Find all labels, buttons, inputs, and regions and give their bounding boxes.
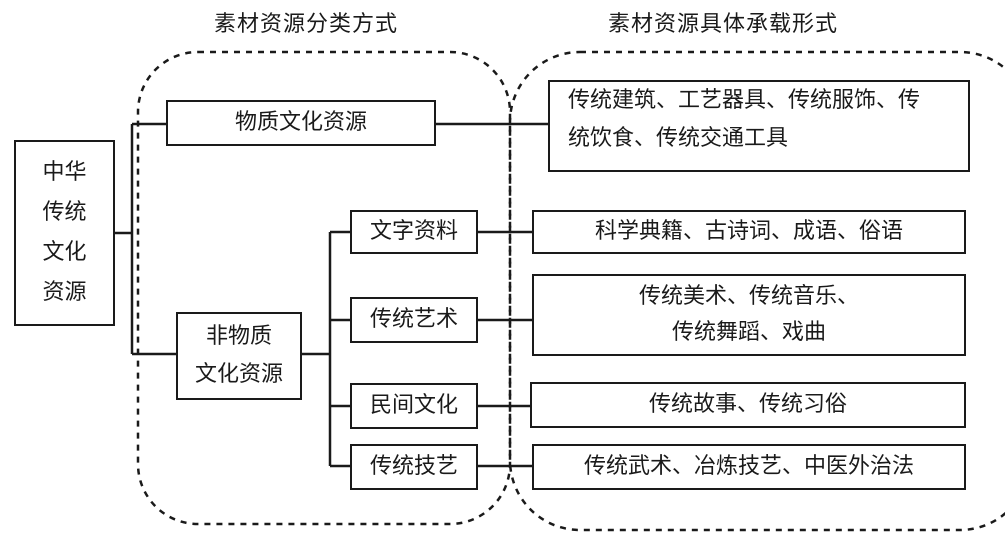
classification-group-outline	[136, 50, 512, 526]
item-label: 传统艺术	[369, 307, 458, 332]
item-node-4: 传统技艺	[350, 444, 478, 490]
item-node-2: 传统艺术	[350, 297, 478, 343]
material-label: 物质文化资源	[234, 110, 367, 135]
item-node-3: 民间文化	[350, 383, 478, 429]
material-node: 物质文化资源	[166, 100, 436, 146]
item-forms-node-1: 科学典籍、古诗词、成语、俗语	[532, 210, 966, 254]
item-forms-line: 传统美术、传统音乐、	[638, 284, 859, 309]
item-forms-line: 传统武术、冶炼技艺、中医外治法	[583, 454, 914, 479]
item-forms-node-3: 传统故事、传统习俗	[530, 382, 966, 428]
root-line: 文化	[42, 240, 87, 265]
item-label: 传统技艺	[369, 454, 458, 479]
item-forms-node-2: 传统美术、传统音乐、 传统舞蹈、戏曲	[532, 274, 966, 356]
item-label: 民间文化	[369, 393, 458, 418]
material-forms-node: 传统建筑、工艺器具、传统服饰、传 统饮食、传统交通工具	[548, 80, 970, 172]
item-forms-node-4: 传统武术、冶炼技艺、中医外治法	[532, 444, 966, 490]
root-line: 传统	[42, 200, 87, 225]
header-classification: 素材资源分类方式	[214, 12, 399, 37]
material-forms-line: 传统建筑、工艺器具、传统服饰、传	[568, 88, 921, 113]
item-forms-line: 传统故事、传统习俗	[648, 392, 847, 417]
nonmaterial-line: 非物质	[205, 324, 272, 349]
item-forms-line: 科学典籍、古诗词、成语、俗语	[594, 219, 903, 244]
item-forms-line: 传统舞蹈、戏曲	[671, 320, 826, 345]
header-forms: 素材资源具体承载形式	[608, 12, 839, 37]
root-line: 中华	[42, 160, 87, 185]
material-forms-line: 统饮食、传统交通工具	[568, 126, 789, 151]
root-node: 中华 传统 文化 资源	[14, 140, 115, 326]
item-label: 文字资料	[369, 219, 458, 244]
item-node-1: 文字资料	[350, 210, 478, 254]
root-line: 资源	[42, 280, 87, 305]
nonmaterial-node: 非物质 文化资源	[176, 312, 302, 400]
forms-group-outline	[508, 50, 1005, 532]
nonmaterial-line: 文化资源	[194, 362, 283, 387]
